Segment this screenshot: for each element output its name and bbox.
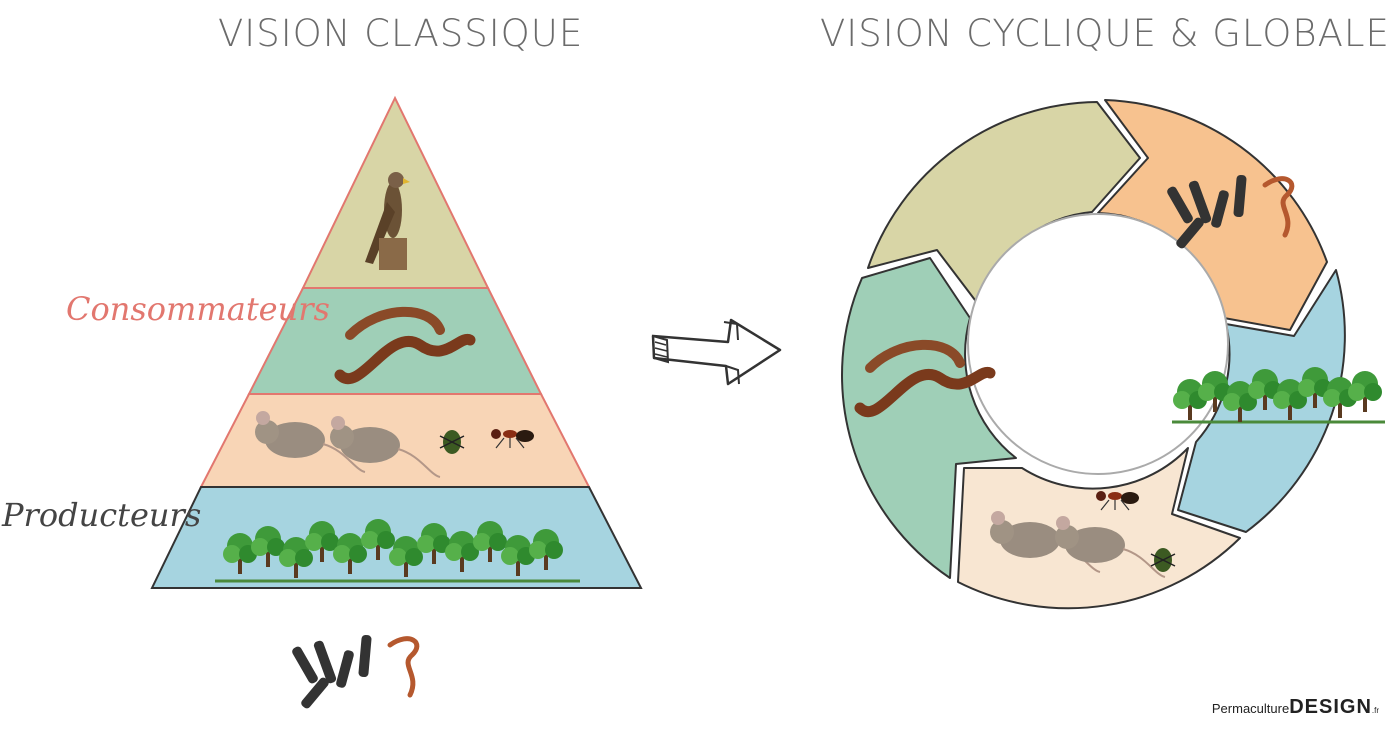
millipedes-worms-icon (291, 635, 417, 710)
logo: PermacultureDESIGN.fr (1212, 696, 1379, 719)
cycle-segment-plants (1177, 269, 1346, 533)
cycle-segment-snake (841, 257, 1017, 579)
logo-part-2: DESIGN (1289, 696, 1372, 718)
label-consumers: Consommateurs (66, 290, 330, 328)
label-producers: Producteurs (2, 496, 202, 534)
logo-suffix: .fr (1371, 706, 1379, 715)
pyramid (150, 95, 643, 589)
title-classic-vision: VISION CLASSIQUE (218, 12, 584, 55)
arrow-icon (651, 318, 782, 386)
logo-part-1: Permaculture (1211, 701, 1290, 716)
title-cyclic-vision: VISION CYCLIQUE & GLOBALE (820, 12, 1389, 55)
pyramid-tier-plants (150, 486, 643, 589)
cycle (841, 99, 1346, 610)
trees-icon (215, 519, 580, 583)
trees-icon (1172, 367, 1385, 424)
cycle-center (967, 213, 1229, 475)
